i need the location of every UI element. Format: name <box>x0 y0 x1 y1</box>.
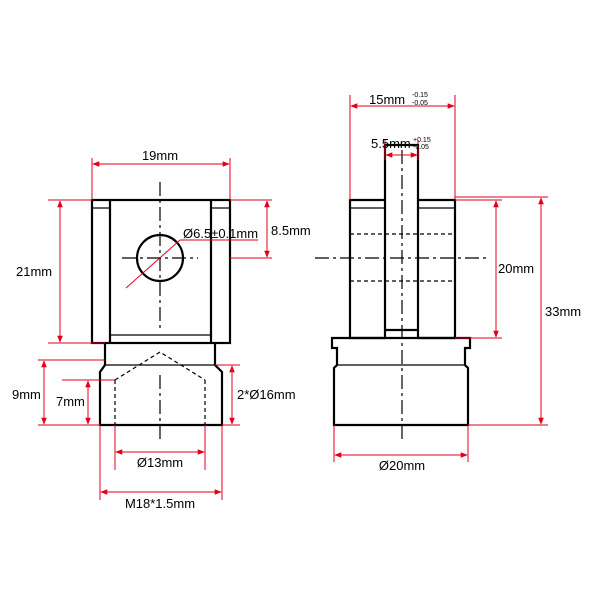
label-hole-height: 8.5mm <box>271 223 311 238</box>
label-diameter-20: Ø20mm <box>379 458 425 473</box>
right-view: 15mm -0.15 -0.05 5.5mm +0.15 -0.05 20mm … <box>315 92 581 473</box>
label-height-9: 9mm <box>12 387 41 402</box>
left-view-outline <box>90 182 232 440</box>
label-width-15-tol-lower: -0.05 <box>412 100 428 107</box>
label-height-21: 21mm <box>16 264 52 279</box>
label-width-19: 19mm <box>142 148 178 163</box>
dim-counterbore: 2*Ø16mm <box>215 364 296 426</box>
label-width-15-tol-upper: -0.15 <box>412 92 428 99</box>
dim-hole-diameter: Ø6.5±0.1mm <box>125 226 258 289</box>
left-view: 19mm Ø6.5±0.1mm 8.5mm 21mm 9mm <box>12 148 311 511</box>
dim-height-7: 7mm <box>56 379 115 425</box>
dim-height-20: 20mm <box>455 199 534 339</box>
label-height-33: 33mm <box>545 304 581 319</box>
label-drill-diameter: Ø13mm <box>137 455 183 470</box>
dim-slot-5-5: 5.5mm +0.15 -0.05 <box>371 136 431 160</box>
dim-height-21: 21mm <box>16 199 105 344</box>
label-slot-tol-lower: -0.05 <box>413 144 429 151</box>
dim-width-15: 15mm -0.15 -0.05 <box>349 92 456 200</box>
label-hole-diameter: Ø6.5±0.1mm <box>183 226 258 241</box>
label-height-7: 7mm <box>56 394 85 409</box>
label-counterbore: 2*Ø16mm <box>237 387 296 402</box>
dim-hole-height: 8.5mm <box>230 199 311 259</box>
dim-diameter-20: Ø20mm <box>333 425 469 473</box>
label-width-15: 15mm <box>369 92 405 107</box>
label-slot-tol-upper: +0.15 <box>413 137 431 144</box>
label-height-20: 20mm <box>498 261 534 276</box>
dim-height-33: 33mm <box>455 196 581 426</box>
dim-height-9: 9mm <box>12 359 105 426</box>
right-view-outline <box>315 143 490 440</box>
dim-thread: M18*1.5mm <box>99 425 223 511</box>
dim-drill-diameter: Ø13mm <box>114 425 206 470</box>
label-slot-5-5: 5.5mm <box>371 136 411 151</box>
dim-width-19: 19mm <box>91 148 231 200</box>
label-thread: M18*1.5mm <box>125 496 195 511</box>
